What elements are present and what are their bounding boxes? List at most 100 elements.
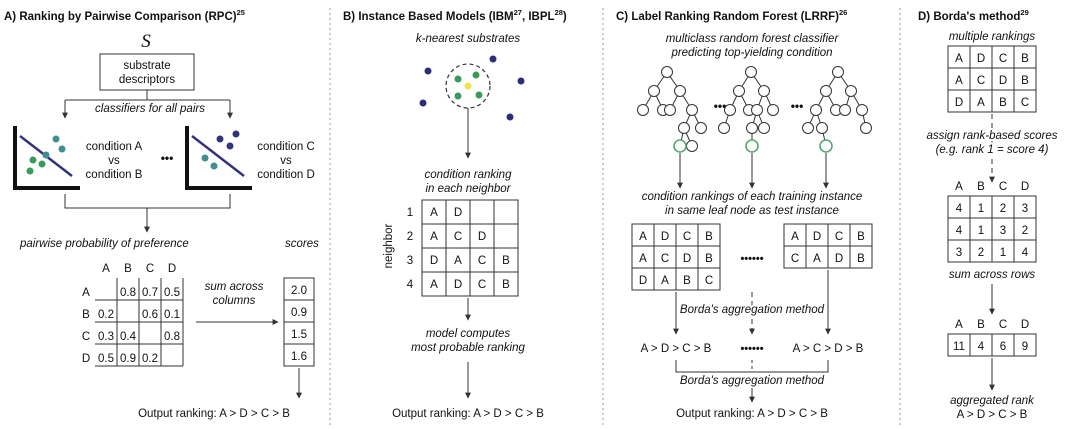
score-cell: 2 xyxy=(1000,203,1006,215)
total-cell: 6 xyxy=(1000,341,1006,353)
matrix-row-header: C xyxy=(82,331,90,343)
pair1-line-1: condition A xyxy=(86,141,143,153)
pair2-line-1: condition C xyxy=(257,141,315,153)
panel-d-title: D) Borda's method29 xyxy=(918,8,1029,23)
leaf-table-cell: B xyxy=(705,253,713,265)
matrix-row-header: D xyxy=(82,353,90,365)
pair2-line-2: vs xyxy=(280,155,292,167)
ranking-cell: B xyxy=(1021,53,1029,65)
total-col-header: B xyxy=(977,319,985,331)
forest-ranking-1: A > D > C > B xyxy=(641,343,712,355)
panel-b-output: Output ranking: A > D > C > B xyxy=(392,408,544,420)
multiple-rankings-label: multiple rankings xyxy=(949,31,1036,43)
ranking-cell: C xyxy=(977,75,985,87)
leaf-table-cell: C xyxy=(835,231,843,243)
neighbor-cell: D xyxy=(478,231,486,243)
ranking-cell: A xyxy=(955,75,963,87)
score-col-header: D xyxy=(1021,181,1029,193)
leaf-table-cell: B xyxy=(683,275,691,287)
score-cell: 3 xyxy=(1022,203,1028,215)
ranking-cell: B xyxy=(999,97,1007,109)
split-connector xyxy=(65,90,230,101)
neighbor-cell: A xyxy=(430,207,438,219)
leaf-table-cell: B xyxy=(857,253,865,265)
panel-a-title: A) Ranking by Pairwise Comparison (RPC)2… xyxy=(4,8,245,23)
pair-ellipsis: ••• xyxy=(161,151,174,165)
neighbor-cell: D xyxy=(430,255,438,267)
matrix-cell: 0.9 xyxy=(120,353,136,365)
matrix-cell: 0.7 xyxy=(142,287,158,299)
neighbor-cell: D xyxy=(454,279,462,291)
model-label-2: most probable ranking xyxy=(411,342,525,354)
ranking-label-1: condition ranking xyxy=(425,169,513,181)
model-label-1: model computes xyxy=(426,328,511,340)
matrix-col-header: C xyxy=(146,263,154,275)
leaf-table-cell: A xyxy=(791,231,799,243)
score-cell: 1 xyxy=(978,225,984,237)
scores-label: scores xyxy=(285,238,319,250)
total-col-header: D xyxy=(1021,319,1029,331)
total-cell: 4 xyxy=(978,341,985,353)
leaf-table-cell: A xyxy=(639,253,647,265)
leaf-table-cell: A xyxy=(639,231,647,243)
classifier-plot-1 xyxy=(13,126,80,190)
leaf-table-cell: A xyxy=(813,253,821,265)
s-symbol: S xyxy=(141,31,151,52)
pair2-line-3: condition D xyxy=(257,169,315,181)
panel-a: A) Ranking by Pairwise Comparison (RPC)2… xyxy=(4,8,319,420)
totals-grid xyxy=(947,333,1037,357)
sum-label-1: sum across xyxy=(205,281,264,293)
matrix-row-header: B xyxy=(82,309,90,321)
ranking-cell: D xyxy=(999,75,1007,87)
descriptor-box xyxy=(99,53,195,91)
leaf-table-cell: C xyxy=(661,253,669,265)
leaf-table-cell: D xyxy=(813,231,821,243)
knn-label: k-nearest substrates xyxy=(416,33,520,45)
matrix-col-header: D xyxy=(168,263,176,275)
score-cell: 1 xyxy=(1000,247,1006,259)
panel-c-output: Output ranking: A > D > C > B xyxy=(676,408,828,420)
leaf-table-cell: C xyxy=(683,231,691,243)
leaf-table-cell: D xyxy=(835,253,843,265)
ranking-cell: B xyxy=(1021,75,1029,87)
assign-label-2: (e.g. rank 1 = score 4) xyxy=(936,144,1049,156)
scores-grid xyxy=(284,299,314,345)
ranking-cell: A xyxy=(955,53,963,65)
neighbor-number: 2 xyxy=(407,231,413,243)
neighbor-cell: A xyxy=(454,255,462,267)
borda-label-2: Borda's aggregation method xyxy=(680,375,825,387)
sum-rows-label: sum across rows xyxy=(949,269,1036,281)
matrix-cell: 0.1 xyxy=(164,309,180,321)
leaf-label-2: in same leaf node as test instance xyxy=(665,205,839,217)
knn-illustration xyxy=(419,55,525,121)
leaf-table-cell: D xyxy=(639,275,647,287)
score-grid xyxy=(947,195,1037,263)
pairwise-label: pairwise probability of preference xyxy=(19,238,189,250)
neighbor-cell: C xyxy=(454,231,462,243)
tree-ellipsis: ••• xyxy=(714,99,727,113)
score-cell: 4 xyxy=(956,203,963,215)
ranking-cell: C xyxy=(999,53,1007,65)
matrix-cell: 0.2 xyxy=(98,309,114,321)
matrix-cell: 0.5 xyxy=(98,353,114,365)
pair1-line-2: vs xyxy=(108,155,120,167)
total-cell: 11 xyxy=(953,341,965,353)
assign-label-1: assign rank-based scores xyxy=(926,130,1057,142)
matrix-col-header: A xyxy=(102,263,110,275)
ranking-ellipsis: •••••• xyxy=(740,343,763,355)
leaf-table-cell: D xyxy=(683,253,691,265)
score-value: 1.6 xyxy=(291,351,307,363)
matrix-cell: 0.6 xyxy=(142,309,158,321)
pair1-line-3: condition B xyxy=(86,169,143,181)
leaf-table-cell: C xyxy=(705,275,713,287)
classifier-label-1: multiclass random forest classifier xyxy=(666,33,840,45)
score-value: 0.9 xyxy=(291,307,307,319)
descriptor-line-1: substrate xyxy=(123,60,170,72)
classifiers-label: classifiers for all pairs xyxy=(95,103,205,115)
panel-b-title: B) Instance Based Models (IBM27, IBPL28) xyxy=(343,8,567,23)
leaf-table-cell: B xyxy=(705,231,713,243)
neighbor-axis-label: neighbor xyxy=(383,223,395,268)
total-col-header: C xyxy=(999,319,1007,331)
ranking-label-2: in each neighbor xyxy=(425,183,511,195)
neighbor-number: 3 xyxy=(407,255,413,267)
